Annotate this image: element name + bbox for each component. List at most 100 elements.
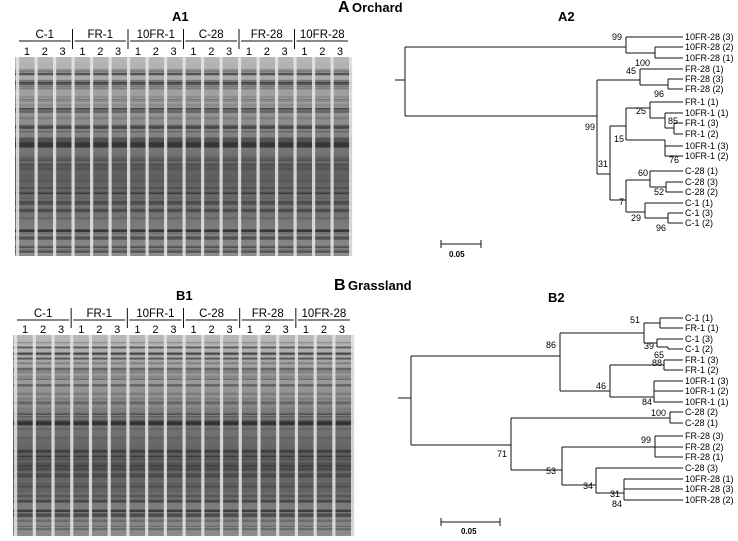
lane-separator [51,335,55,536]
leaf-label: 10FR-1 (1) [685,397,729,407]
lane-separator [126,335,130,536]
lane-separator [145,57,149,256]
lane-number: 1 [135,46,141,58]
scale-label-b: 0.05 [461,527,477,536]
bootstrap-value: 53 [546,466,556,476]
leaf-label: 10FR-28 (3) [685,32,734,42]
lane-separator [238,57,242,256]
leaf-label: FR-28 (1) [685,64,724,74]
bootstrap-value: 39 [644,341,654,351]
lane-number: 2 [96,324,102,336]
leaf-label: C-28 (1) [685,166,718,176]
group-label: 10FR-28 [302,308,347,320]
lane-separator [219,335,224,536]
lane-number: 1 [79,46,85,58]
bootstrap-value: 29 [631,213,641,223]
lane-number: 2 [209,324,215,336]
group-label: 10FR-1 [137,29,175,41]
leaf-label: 10FR-28 (2) [685,495,734,505]
leaf-label: C-28 (1) [685,418,718,428]
gel-a-label: A1 [172,9,189,24]
group-label: C-1 [35,29,54,41]
lane-number: 3 [59,46,65,58]
lane-separator [201,335,205,536]
lane-number: 3 [170,324,176,336]
leaf-label: 10FR-1 (3) [685,376,729,386]
lane-separator [108,57,112,256]
section-b-letter: B [334,277,346,294]
bootstrap-value: 96 [656,223,666,233]
lane-separator [88,335,93,536]
lane-number: 1 [303,324,309,336]
leaf-label: C-1 (2) [685,344,713,354]
bootstrap-value: 71 [497,449,507,459]
bootstrap-value: 7 [619,197,624,207]
lane-separator [256,57,260,256]
bootstrap-value: 25 [636,106,646,116]
tree-a: 10FR-28 (3)10FR-28 (2)10FR-28 (1)FR-28 (… [395,32,734,233]
lane-number: 3 [281,46,287,58]
lane-number: 2 [264,46,270,58]
lane-number: 3 [114,324,120,336]
scale-bar-b: 0.05 [440,518,501,536]
leaf-label: FR-1 (1) [685,323,719,333]
lane-number: 1 [301,46,307,58]
section-a-letter: A [338,0,350,16]
lane-number: 3 [339,324,345,336]
leaf-label: 10FR-28 (1) [685,474,734,484]
lane-separator [182,57,186,256]
lane-number: 1 [191,324,197,336]
lane-number: 2 [319,46,325,58]
lane-number: 1 [78,324,84,336]
bootstrap-value: 65 [654,350,664,360]
bootstrap-value: 45 [626,66,636,76]
group-label: FR-28 [251,29,283,41]
bootstrap-value: 76 [669,155,679,165]
leaf-label: 10FR-1 (3) [685,141,729,151]
leaf-label: C-1 (3) [685,208,713,218]
lane-separator [294,335,299,536]
bootstrap-value: 52 [654,187,664,197]
lane-separator [312,57,316,256]
group-label: 10FR-28 [300,29,345,41]
bootstrap-value: 84 [642,397,652,407]
gel-b-label: B1 [176,288,193,303]
bootstrap-value: 84 [612,499,622,509]
lane-number: 2 [321,324,327,336]
leaf-label: 10FR-1 (1) [685,108,729,118]
group-label: FR-1 [87,29,113,41]
lane-separator [53,57,57,256]
bootstrap-value: 99 [641,435,651,445]
bootstrap-value: 96 [654,89,664,99]
section-b-title: Grassland [348,278,412,293]
group-label: FR-28 [252,308,284,320]
lane-separator [332,335,336,536]
leaf-label: C-1 (3) [685,334,713,344]
leaf-label: FR-28 (1) [685,452,724,462]
lane-separator [70,335,74,536]
lane-separator [257,335,261,536]
bootstrap-value: 100 [635,58,650,68]
lane-number: 2 [153,46,159,58]
lane-number: 1 [246,46,252,58]
bootstrap-value: 99 [585,122,595,132]
leaf-label: FR-1 (3) [685,355,719,365]
leaf-label: FR-1 (1) [685,97,719,107]
lane-separator [275,57,279,256]
lane-number: 2 [265,324,271,336]
leaf-label: 10FR-1 (2) [685,386,729,396]
group-label: C-28 [199,29,224,41]
lane-number: 3 [337,46,343,58]
bootstrap-value: 60 [638,168,648,178]
lane-separator [145,335,149,536]
lane-number: 3 [226,324,232,336]
lane-separator [127,57,131,256]
lane-separator [238,335,242,536]
leaf-label: FR-1 (2) [685,129,719,139]
bootstrap-value: 46 [596,381,606,391]
leaf-label: FR-28 (3) [685,74,724,84]
lane-separator [201,57,205,256]
